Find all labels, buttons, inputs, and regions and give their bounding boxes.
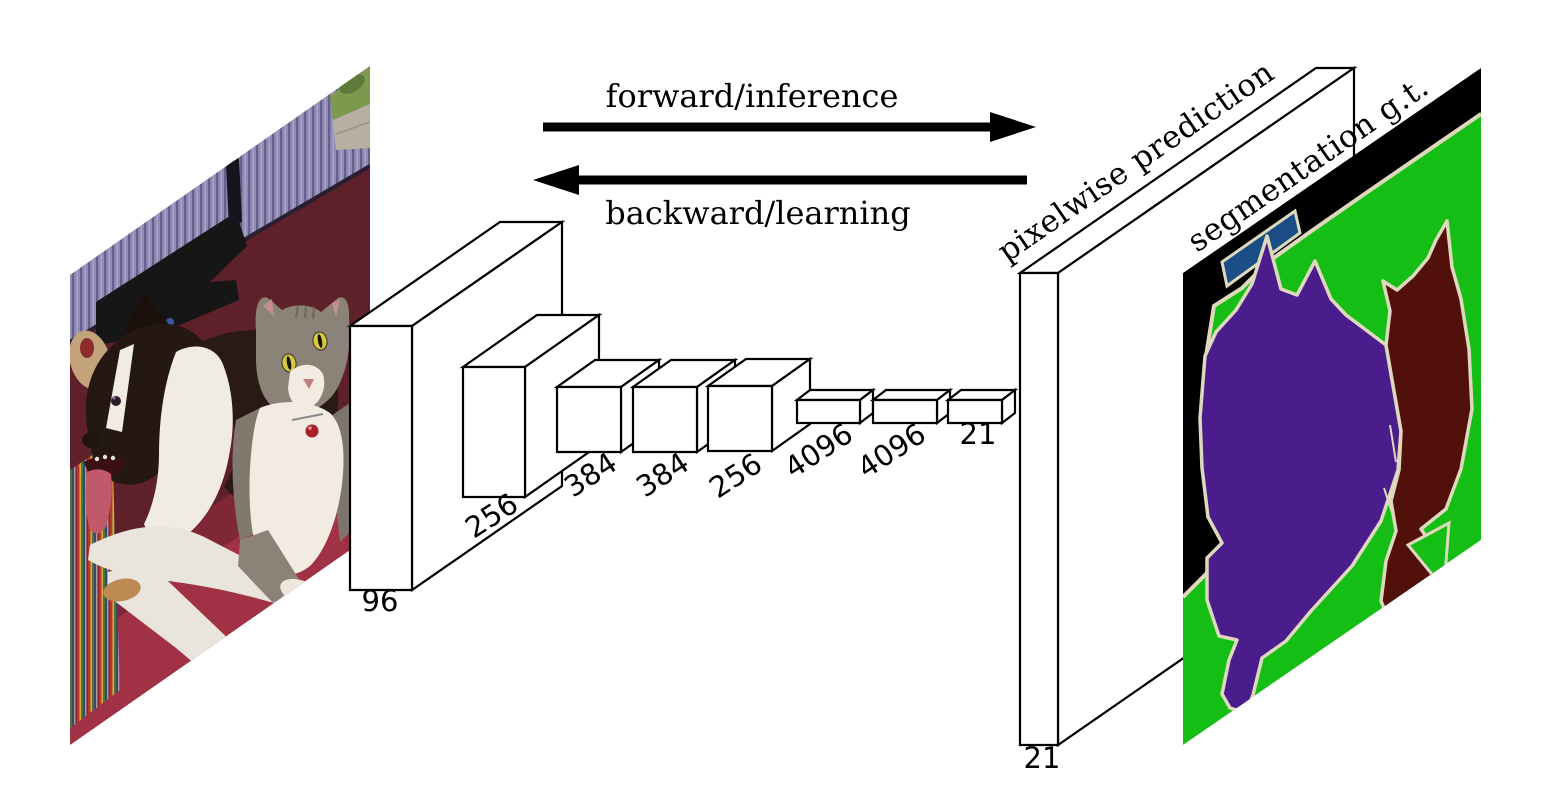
dog-ear [122,293,172,334]
layer-label-conv1: 96 [362,584,399,618]
dog-tongue [85,469,112,534]
seg-cat-region [1379,219,1474,643]
layer-box-conv5 [704,356,814,454]
layer-box-fc6 [793,387,877,426]
layer-box-score [944,387,1019,426]
layer-box-fc7 [869,387,954,426]
cat-chest [249,402,344,576]
dog-chest [144,346,233,541]
forward-arrow [543,112,1036,142]
seg-background-region [1183,68,1481,597]
forward-inference-label: forward/inference [606,77,899,115]
layer-label-conv4: 384 [630,445,695,504]
layer-label-fc7: 4096 [851,416,931,485]
layer-label-score: 21 [960,417,997,451]
cat-head [255,297,350,415]
cat-bell [305,424,319,438]
backward-learning-label: backward/learning [605,194,910,232]
backward-arrow [533,165,1027,195]
seg-blue-region [1220,208,1302,289]
layer-label-conv5: 256 [703,446,768,505]
layer-label-prediction: 21 [1024,741,1061,775]
layer-box-conv1 [346,219,566,593]
input-photo [70,66,370,745]
